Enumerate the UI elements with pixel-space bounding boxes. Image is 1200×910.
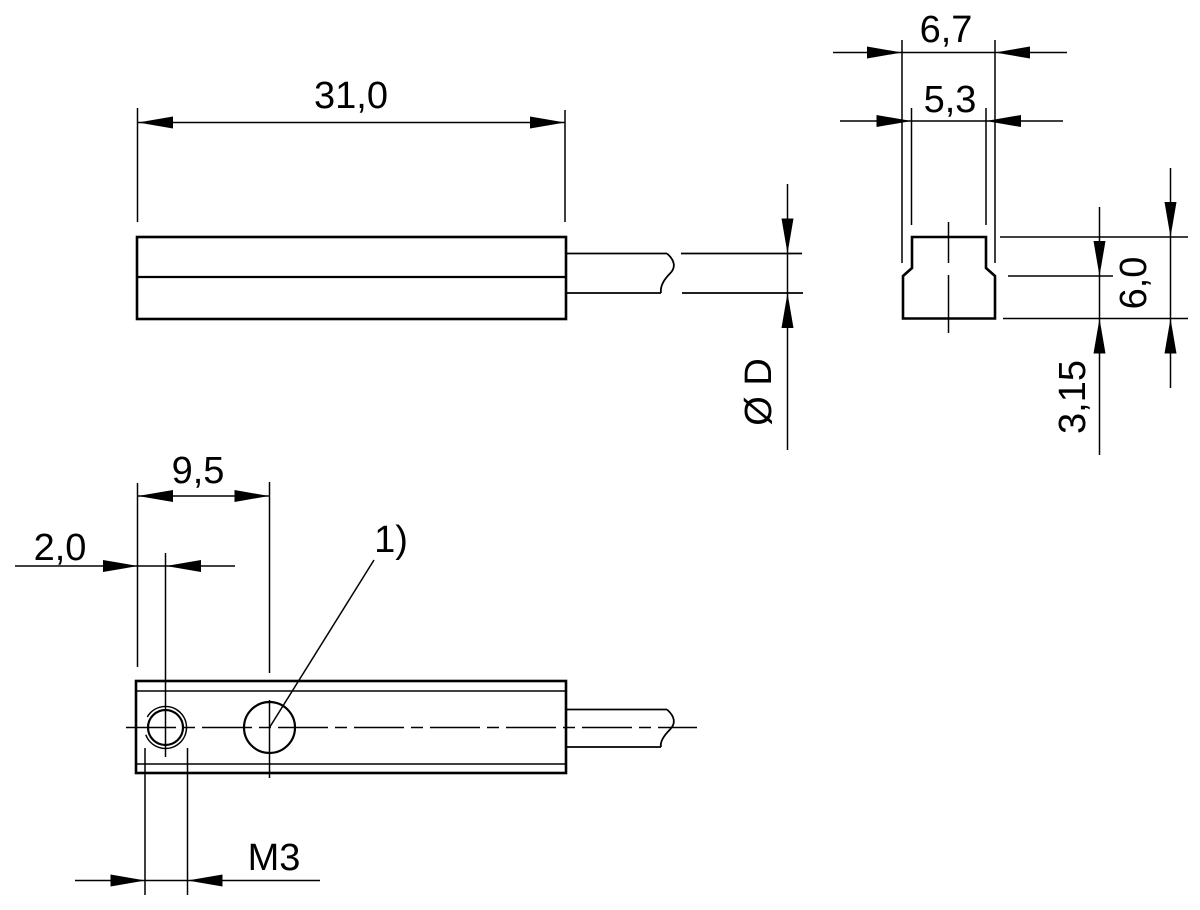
cable-break-line: [659, 252, 675, 294]
arrow-right-icon: [876, 115, 912, 127]
arrow-down-icon: [1164, 202, 1177, 237]
dim-top-width-label: 5,3: [924, 79, 977, 121]
thread-hole-major-arc: [145, 705, 188, 750]
bottom-view: 9,5 2,0 M3 1): [15, 450, 697, 895]
end-view: 6,7 5,3 6,0 3,15: [833, 9, 1188, 455]
dim-height: 6,0: [1000, 168, 1188, 388]
arrow-left-icon: [187, 874, 223, 887]
arrow-right-icon: [103, 560, 138, 572]
callout-leader-line: [268, 559, 375, 728]
dim-step-height-label: 3,15: [1052, 360, 1094, 434]
dim-hole-distance-label: 9,5: [172, 450, 225, 492]
arrow-right-icon: [530, 116, 565, 129]
dim-hole-distance: 9,5: [136, 450, 270, 667]
arrow-left-icon: [166, 560, 201, 572]
dim-thread-size-label: M3: [248, 837, 301, 879]
dim-overall-width: 6,7: [833, 9, 1067, 263]
callout-label: 1): [374, 519, 408, 561]
dim-length: 31,0: [136, 75, 566, 222]
dim-thread-distance: 2,0: [15, 527, 235, 572]
thread-hole-m3: [145, 553, 188, 757]
cable-break-line: [659, 708, 675, 748]
dim-top-width: 5,3: [840, 79, 1063, 225]
dim-cable-diameter-label: Ø D: [738, 358, 780, 426]
arrow-right-icon: [234, 490, 269, 502]
side-view: 31,0 Ø D: [135, 75, 803, 450]
dim-height-label: 6,0: [1113, 257, 1155, 310]
dim-thread-size: M3: [75, 748, 320, 895]
arrow-left-icon: [995, 46, 1030, 59]
arrow-left-icon: [986, 115, 1021, 127]
dim-overall-width-label: 6,7: [920, 9, 973, 51]
sensor-body-end-profile: [901, 235, 997, 320]
arrow-up-icon: [1164, 318, 1177, 354]
cable-side: [566, 252, 803, 294]
arrow-left-icon: [138, 490, 173, 502]
dim-cable-diameter: Ø D: [738, 184, 794, 450]
dim-thread-distance-label: 2,0: [34, 527, 87, 569]
dim-step-height: 3,15: [1008, 207, 1113, 455]
cable-bottom: [566, 708, 675, 748]
arrow-down-icon: [1093, 241, 1106, 276]
dim-length-label: 31,0: [314, 75, 388, 117]
sensor-body-bottom: [134, 679, 568, 775]
arrow-left-icon: [138, 116, 173, 129]
arrow-down-icon: [781, 218, 794, 254]
sensing-hole: [242, 482, 297, 778]
arrow-up-icon: [1093, 318, 1106, 354]
callout-1: 1): [268, 519, 408, 728]
arrow-up-icon: [781, 293, 794, 328]
arrow-right-icon: [110, 874, 146, 887]
arrow-right-icon: [867, 46, 902, 59]
